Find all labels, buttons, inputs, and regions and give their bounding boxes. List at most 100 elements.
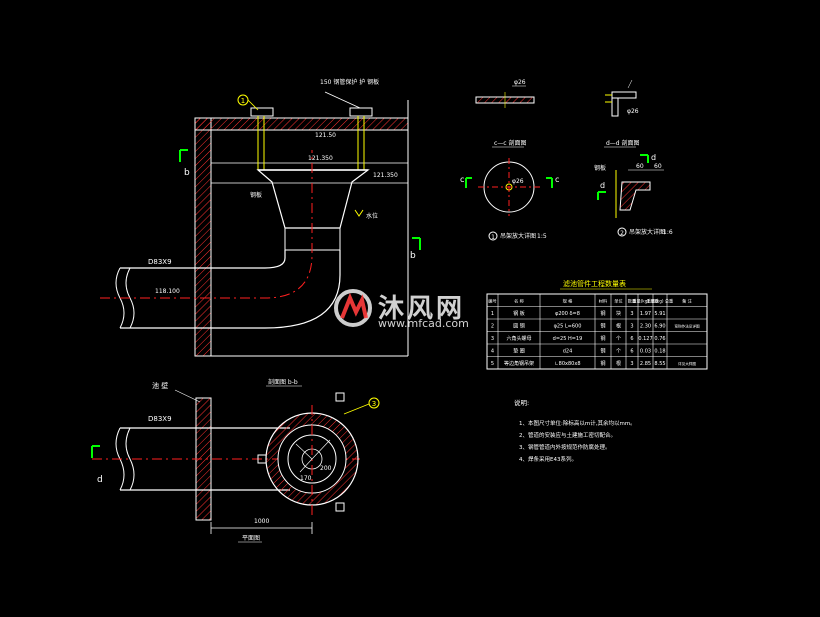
table-cell: 6 bbox=[630, 349, 633, 355]
detail-1-title: 吊架放大详图 bbox=[500, 232, 536, 240]
table-cell: 个 bbox=[616, 349, 621, 355]
elev-right: 121.350 bbox=[373, 172, 398, 179]
elev-mid: 121.350 bbox=[308, 155, 333, 162]
table-header: 数量 bbox=[628, 298, 636, 305]
detail-1-no: 1 bbox=[491, 234, 495, 241]
notes-title: 说明: bbox=[514, 398, 529, 407]
callout-1: 1 bbox=[241, 97, 245, 105]
top-note: 150 钢管保护 护 钢板 bbox=[320, 78, 379, 86]
table-cell: 1 bbox=[491, 311, 494, 317]
table-cell: ∟80x80x8 bbox=[554, 361, 580, 367]
d-section-title: d—d 剖面图 bbox=[606, 139, 640, 147]
table-cell: 个 bbox=[616, 336, 621, 342]
table-header: 单位 bbox=[614, 298, 622, 305]
elev-top: 121.50 bbox=[315, 132, 336, 139]
d-section-shape bbox=[619, 181, 651, 211]
dim-170: 170 bbox=[300, 475, 312, 482]
wall-label: 池 壁 bbox=[152, 381, 168, 390]
table-cell: 4 bbox=[491, 349, 494, 355]
table-header: 编号 bbox=[488, 298, 496, 305]
table-cell: 弯钩作法见详图 bbox=[674, 324, 700, 329]
table-cell: 0.127 bbox=[638, 336, 652, 342]
table-cell: 钢 bbox=[600, 360, 605, 367]
note-3: 3、钢管管道内外按规范作防腐处理。 bbox=[519, 443, 611, 451]
table-cell: 钢 板 bbox=[513, 310, 525, 317]
notes: 说明: 1、本图尺寸单位:除标高以m计,其余均以mm。 2、管道的安装应与土建施… bbox=[514, 398, 636, 463]
right-detail-dim: φ26 bbox=[627, 108, 639, 115]
table-cell: d24 bbox=[563, 349, 573, 355]
table-cell: 8.55 bbox=[654, 361, 665, 367]
section-mark-b-left: b bbox=[184, 168, 190, 178]
table-cell: 6.90 bbox=[654, 324, 665, 330]
plan-section-title: 剖面图 b-b bbox=[268, 378, 298, 386]
d-mark-bottom: d bbox=[600, 181, 605, 190]
table-cell: 0.18 bbox=[654, 349, 665, 355]
section-view: 1 150 钢管保护 护 钢板 121.50 121.350 121.350 b… bbox=[100, 78, 421, 357]
pipe-elevation: 118.100 bbox=[155, 288, 180, 295]
table-cell: 1.97 bbox=[640, 311, 651, 317]
table-header: 重量(kg) 单重 bbox=[632, 298, 658, 305]
table-header: 重量(kg) 总重 bbox=[647, 298, 673, 305]
funnel bbox=[256, 169, 370, 229]
pipe-size-label: D83X9 bbox=[148, 258, 172, 266]
detail-2-scale: 1:6 bbox=[663, 229, 673, 236]
detail-2-title: 吊架放大详图 bbox=[629, 228, 665, 236]
table-header: 名 称 bbox=[514, 298, 524, 305]
table-cell: 钢 bbox=[600, 335, 605, 342]
d-mark-top: d bbox=[651, 153, 656, 162]
table-cell: 根 bbox=[616, 323, 621, 330]
section-mark-b-right: b bbox=[410, 251, 416, 261]
c-mark-right: c bbox=[555, 175, 559, 184]
table-cell: 3 bbox=[491, 336, 494, 342]
table-cell: 3 bbox=[630, 311, 633, 317]
table-cell: 2.30 bbox=[640, 324, 651, 330]
detail-2-no: 2 bbox=[620, 230, 624, 237]
d-dim-1: 60 bbox=[636, 163, 644, 170]
table-header: 规 格 bbox=[563, 298, 574, 305]
table-cell: 钢 bbox=[600, 348, 605, 355]
table-title: 滤池管件工程数量表 bbox=[563, 279, 626, 288]
plan-dimension: 1000 bbox=[254, 518, 269, 525]
table-cell: 块 bbox=[616, 310, 621, 317]
table-cell: 详见大样图 bbox=[678, 361, 696, 366]
table-cell: 5.91 bbox=[654, 311, 665, 317]
details: φ26 φ26 c—c 剖面图 d—d 剖面图 φ26 c c 60 60 钢板 bbox=[460, 79, 673, 241]
top-slab-hatch bbox=[194, 117, 409, 131]
note-4: 4、焊条采用E43系列。 bbox=[519, 455, 577, 463]
table-cell: φ200 δ=8 bbox=[555, 311, 580, 317]
table-cell: 0.03 bbox=[640, 349, 651, 355]
table-cell: 3 bbox=[630, 361, 633, 367]
top-plate-dim: φ26 bbox=[514, 79, 526, 86]
table-cell: 钢 bbox=[600, 323, 605, 330]
table-cell: 六角头螺母 bbox=[506, 335, 531, 342]
note-2: 2、管道的安装应与土建施工密切配合。 bbox=[519, 431, 616, 439]
c-mark-left: c bbox=[460, 175, 464, 184]
left-wall-hatch bbox=[194, 117, 212, 357]
table-cell: 3 bbox=[630, 324, 633, 330]
material-table: 滤池管件工程数量表 编号 名 称 规 格 材料单位数量重量(kg) 单重重量(kg) … bbox=[486, 279, 708, 370]
table-cell: d=25 H=19 bbox=[553, 336, 583, 342]
c-center-dim: φ26 bbox=[512, 178, 524, 185]
table-cell: 根 bbox=[616, 360, 621, 367]
table-cell: φ25 L=600 bbox=[554, 324, 582, 330]
d-text: 钢板 bbox=[594, 164, 606, 172]
table-cell: 垫 圈 bbox=[513, 348, 525, 355]
table-header: 备 注 bbox=[682, 298, 693, 305]
c-section-title: c—c 剖面图 bbox=[494, 139, 527, 147]
table-header: 材料 bbox=[599, 298, 608, 305]
plan-mark-d: d bbox=[97, 475, 103, 485]
note-1: 1、本图尺寸单位:除标高以m计,其余均以mm。 bbox=[519, 419, 636, 427]
table-cell: 等边角钢吊架 bbox=[504, 360, 534, 367]
water-label: 水位 bbox=[366, 212, 378, 220]
dim-200: 200 bbox=[320, 465, 332, 472]
plan-view: 200 170 3 池 壁 剖面图 b-b D83X9 d 1000 平面图 bbox=[91, 378, 380, 543]
callout-3: 3 bbox=[372, 400, 376, 408]
d-dim-2: 60 bbox=[654, 163, 662, 170]
plan-view-title: 平面图 bbox=[242, 535, 260, 542]
table-cell: 圆 钢 bbox=[513, 323, 525, 330]
table-cell: 2.85 bbox=[640, 361, 651, 367]
table-cell: 0.76 bbox=[654, 336, 665, 342]
table-cell: 2 bbox=[491, 324, 494, 330]
detail-1-scale: 1:5 bbox=[537, 233, 547, 240]
